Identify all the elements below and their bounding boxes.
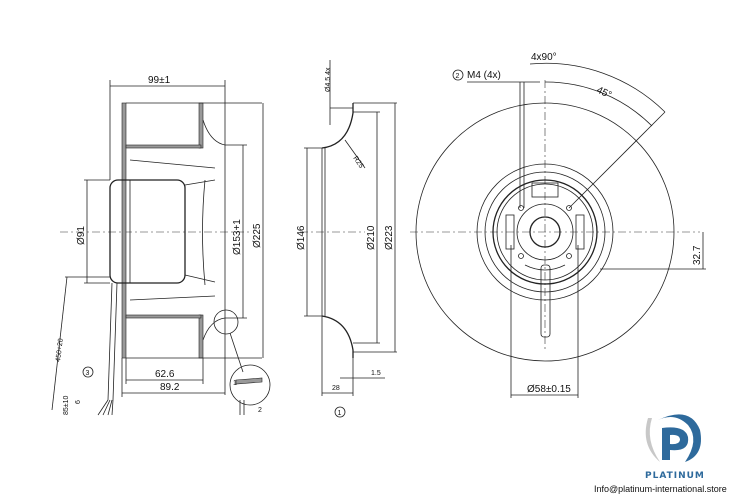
thickness-label: 1.5 bbox=[371, 370, 381, 377]
detail-dim-2-label: 2 bbox=[258, 407, 262, 414]
platinum-logo: PLATINUM Info@platinum-international.sto… bbox=[594, 414, 727, 494]
thread-label: M4 (4x) bbox=[467, 70, 501, 81]
hub-diameter-label: Ø58±0.15 bbox=[527, 384, 571, 395]
inlet-ring-view: Ø146 Ø210 Ø223 Ø4.5 4x R25 1.5 28 1 bbox=[296, 60, 397, 418]
depth-2-label: 89.2 bbox=[160, 382, 180, 393]
wire-strip-label: 6 bbox=[75, 400, 82, 404]
callout-3 bbox=[82, 366, 94, 378]
angle-offset-label: 45° bbox=[595, 85, 613, 101]
motor-diameter-label: Ø91 bbox=[76, 226, 87, 245]
callout-1 bbox=[334, 406, 346, 418]
front-view: 2 M4 (4x) 4x90° 45° 32.7 Ø58±0.15 bbox=[410, 52, 706, 398]
cable-strip-label: 85±10 bbox=[63, 395, 70, 415]
detail-dim-1-label: 1 bbox=[233, 380, 237, 387]
width-dim-label: 99±1 bbox=[148, 75, 171, 86]
cable-length-label: 450+20 bbox=[55, 338, 65, 362]
callout-3-label: 3 bbox=[86, 370, 90, 377]
outer-diameter-label: Ø225 bbox=[252, 223, 263, 248]
brand-name: PLATINUM bbox=[645, 471, 705, 481]
contact-email[interactable]: Info@platinum-international.store bbox=[594, 484, 727, 494]
ring-depth-label: 28 bbox=[332, 385, 340, 392]
ring-outer-diameter-label: Ø223 bbox=[384, 225, 395, 250]
angle-pattern-label: 4x90° bbox=[531, 52, 557, 63]
callout-2 bbox=[452, 69, 464, 81]
inner-diameter-label: Ø146 bbox=[296, 225, 307, 250]
offset-label: 32.7 bbox=[692, 245, 703, 265]
side-view: 99±1 Ø91 Ø153+1 Ø225 62.6 89.2 bbox=[51, 75, 271, 416]
depth-1-label: 62.6 bbox=[155, 369, 175, 380]
mid-diameter-label: Ø210 bbox=[366, 225, 377, 250]
callout-2-label: 2 bbox=[456, 73, 460, 80]
hole-dim-label: Ø4.5 4x bbox=[325, 67, 332, 92]
inlet-diameter-label: Ø153+1 bbox=[232, 219, 243, 255]
radius-label: R25 bbox=[351, 155, 364, 170]
callout-1-label: 1 bbox=[338, 410, 342, 417]
